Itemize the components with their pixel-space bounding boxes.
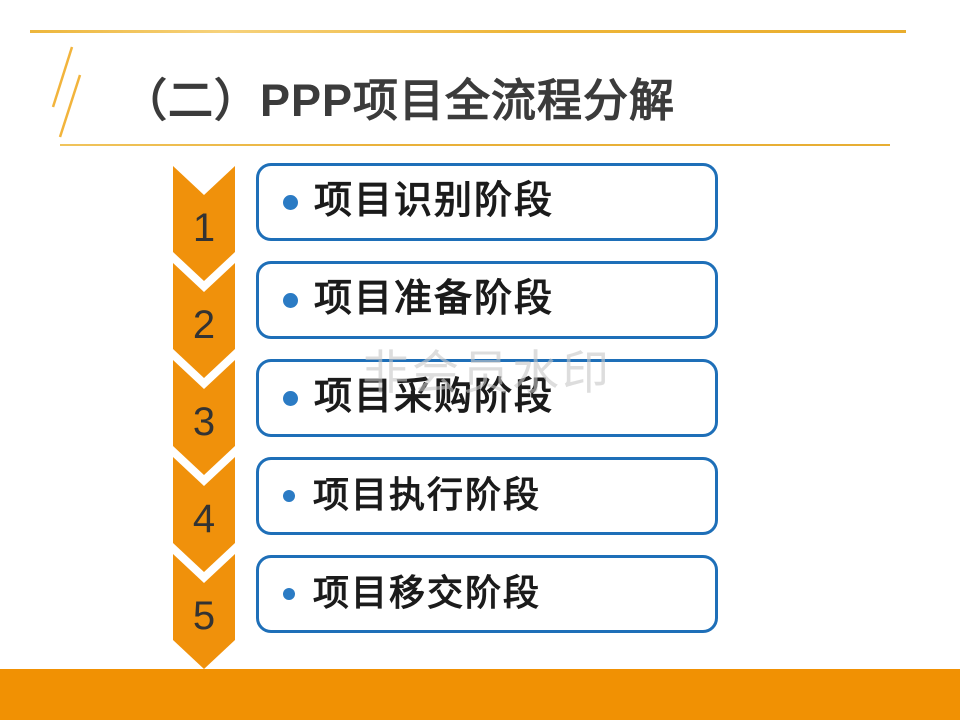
bottom-accent-bar xyxy=(0,669,960,720)
slide-title: （二）PPP项目全流程分解 xyxy=(122,75,676,126)
stage-box-5: 项目移交阶段 xyxy=(256,555,718,633)
step-number: 4 xyxy=(192,497,216,541)
bullet-icon xyxy=(283,390,298,406)
step-number: 1 xyxy=(192,206,216,250)
step-number: 3 xyxy=(192,400,216,444)
title-underline xyxy=(60,144,890,146)
step-number: 2 xyxy=(192,303,216,347)
stage-label: 项目准备阶段 xyxy=(314,278,555,320)
stage-label: 项目执行阶段 xyxy=(313,474,542,515)
bullet-icon xyxy=(283,194,298,210)
top-accent-line xyxy=(30,30,906,33)
step-number: 5 xyxy=(192,594,216,638)
stage-box-4: 项目执行阶段 xyxy=(256,457,718,535)
stage-box-1: 项目识别阶段 xyxy=(256,163,718,241)
stage-label: 项目移交阶段 xyxy=(313,572,542,613)
stage-box-2: 项目准备阶段 xyxy=(256,261,718,339)
stage-label: 项目识别阶段 xyxy=(314,180,555,222)
decorative-slashes-icon xyxy=(51,46,82,138)
stage-box-3: 项目采购阶段 xyxy=(256,359,718,437)
bullet-icon xyxy=(283,588,295,600)
bullet-icon xyxy=(283,292,298,308)
bullet-icon xyxy=(283,490,295,502)
chevron-step-1: 1 xyxy=(173,166,235,281)
stage-label: 项目采购阶段 xyxy=(314,376,555,418)
